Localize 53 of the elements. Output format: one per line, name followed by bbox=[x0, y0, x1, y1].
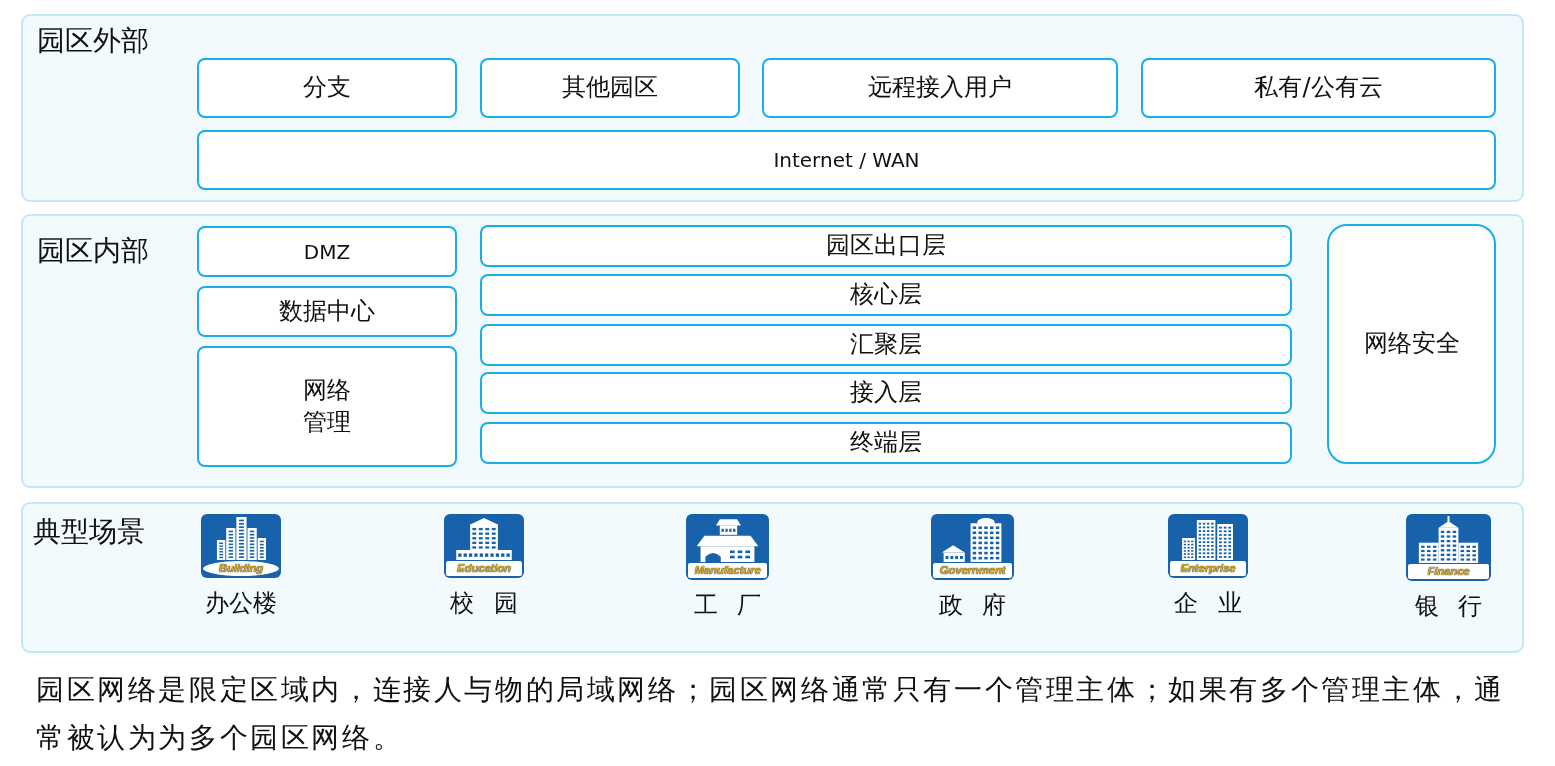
tile-caption: Finance bbox=[1408, 564, 1489, 579]
layer-box bbox=[197, 346, 457, 467]
box-label: 分支 bbox=[303, 72, 351, 104]
section-title: 园区外部 bbox=[37, 24, 149, 58]
layer-box bbox=[197, 130, 1496, 190]
layer-box bbox=[1141, 58, 1496, 118]
scene-tile bbox=[1406, 514, 1491, 581]
section-panel bbox=[21, 214, 1524, 488]
box-label: 数据中心 bbox=[279, 295, 375, 327]
scene-label: 银 行 bbox=[1413, 591, 1484, 621]
tile-caption: Education bbox=[446, 561, 522, 576]
layer-box bbox=[197, 58, 457, 118]
layer-box bbox=[1327, 224, 1496, 464]
box-label: 网络安全 bbox=[1363, 328, 1460, 360]
layer-box bbox=[480, 58, 740, 118]
box-label: 园区出口层 bbox=[826, 230, 946, 262]
scene-tile bbox=[931, 514, 1014, 580]
layer-box bbox=[480, 372, 1292, 414]
scene-tile bbox=[1168, 514, 1248, 578]
box-label: Internet / WAN bbox=[773, 147, 920, 173]
box-label: 网络管理 bbox=[302, 375, 352, 438]
layer-box bbox=[197, 286, 457, 337]
layer-box bbox=[762, 58, 1118, 118]
scene-tile bbox=[444, 514, 524, 578]
scene-label: 工 厂 bbox=[692, 590, 763, 620]
box-label: 接入层 bbox=[850, 377, 922, 409]
box-label: 终端层 bbox=[850, 427, 922, 459]
layer-box bbox=[480, 324, 1292, 366]
tile-caption: Enterprise bbox=[1170, 561, 1246, 576]
scene-label: 校 园 bbox=[449, 588, 519, 618]
caption-text: 园区网络是限定区域内，连接人与物的局域网络；园区网络通常只有一个管理主体；如果有多个管理主体，通常被认为为多个园区网络。 bbox=[36, 672, 1506, 756]
layer-box bbox=[480, 274, 1292, 316]
layer-box bbox=[197, 226, 457, 277]
scene-label: 企 业 bbox=[1173, 588, 1243, 618]
section-panel bbox=[21, 502, 1524, 653]
scene-tile bbox=[686, 514, 769, 580]
box-label: 私有/公有云 bbox=[1254, 72, 1383, 104]
tile-caption: Government bbox=[933, 563, 1012, 578]
box-label: 远程接入用户 bbox=[868, 72, 1012, 104]
tile-caption: Manufacture bbox=[688, 563, 767, 578]
layer-box bbox=[480, 225, 1292, 267]
section-title: 园区内部 bbox=[37, 234, 149, 268]
scene-tile bbox=[201, 514, 281, 578]
scene-label: 办公楼 bbox=[204, 588, 278, 618]
box-label: 核心层 bbox=[850, 279, 922, 311]
section-panel bbox=[21, 14, 1524, 202]
layer-box bbox=[480, 422, 1292, 464]
box-label: 汇聚层 bbox=[850, 329, 922, 361]
tile-caption: Building bbox=[203, 561, 279, 576]
scene-label: 政 府 bbox=[937, 590, 1008, 620]
box-label: DMZ bbox=[303, 238, 351, 265]
box-label: 其他园区 bbox=[562, 72, 658, 104]
section-title: 典型场景 bbox=[33, 515, 145, 549]
